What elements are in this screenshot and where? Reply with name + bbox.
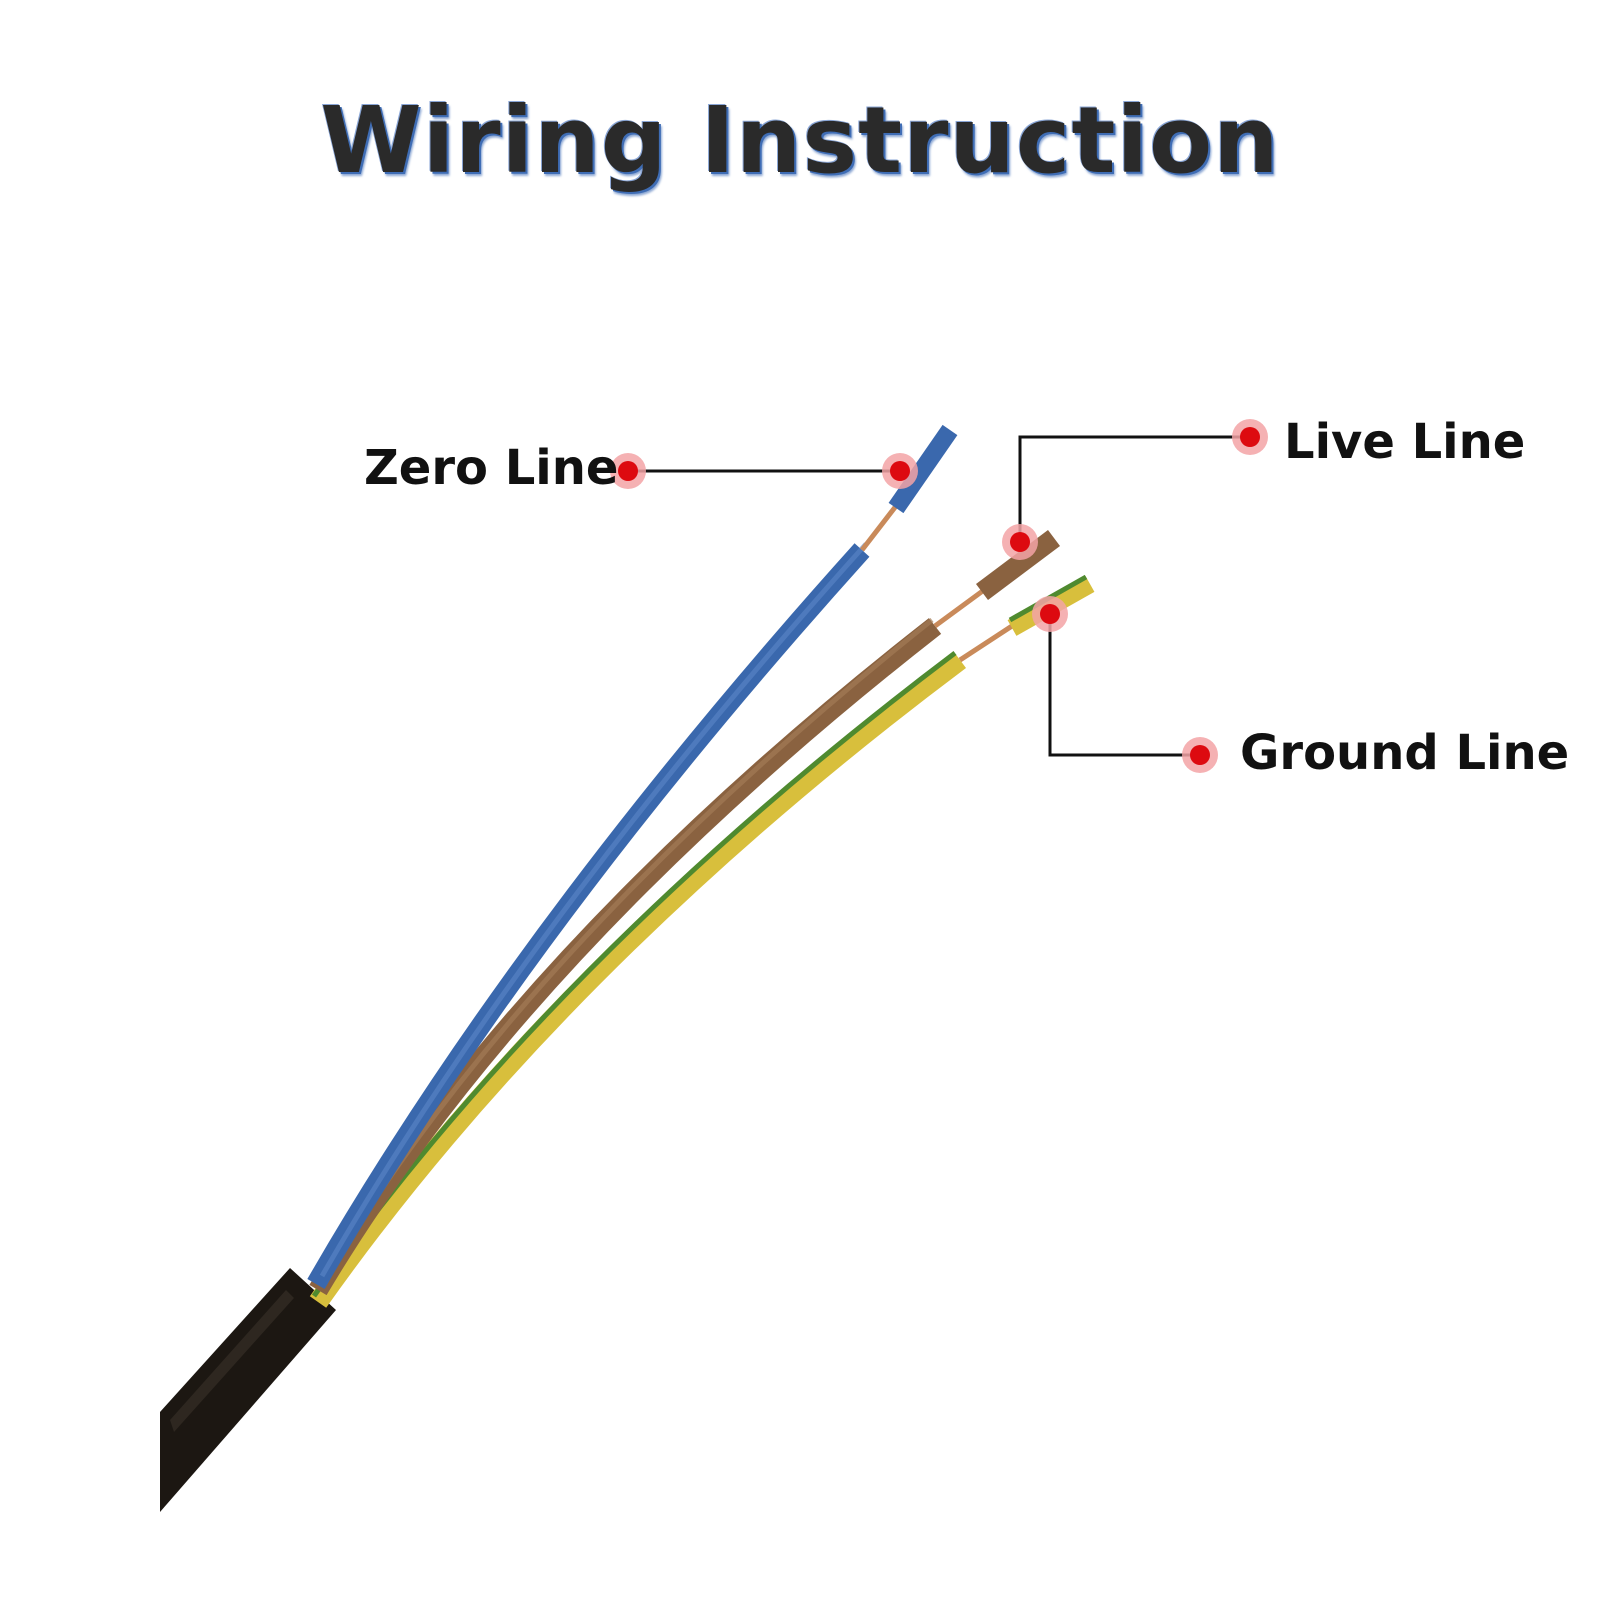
ground-line-label: Ground Line: [1240, 725, 1570, 781]
zero-label-marker-icon: [610, 453, 646, 489]
live-line-label: Live Line: [1284, 414, 1526, 470]
ground-label-marker-icon: [1182, 737, 1218, 773]
zero-copper: [860, 504, 898, 552]
cable-sheath: [160, 1268, 336, 1512]
zero-wire-shade: [319, 542, 868, 1278]
zero-line-label: Zero Line: [364, 440, 619, 496]
ground-leader-line: [1048, 614, 1200, 757]
ground-wire-marker-icon: [1032, 596, 1068, 632]
ground-copper: [958, 623, 1014, 663]
live-copper: [933, 587, 986, 629]
live-label-marker-icon: [1232, 419, 1268, 455]
zero-tip: [888, 424, 958, 514]
cable-sheath-highlight: [170, 1290, 294, 1432]
live-wire-marker-icon: [1002, 524, 1038, 560]
zero-wire-marker-icon: [882, 453, 918, 489]
live-tip: [976, 530, 1060, 600]
live-leader-line: [1018, 435, 1250, 542]
page-title: Wiring Instruction: [320, 87, 1280, 194]
ground-wire: [309, 652, 967, 1308]
